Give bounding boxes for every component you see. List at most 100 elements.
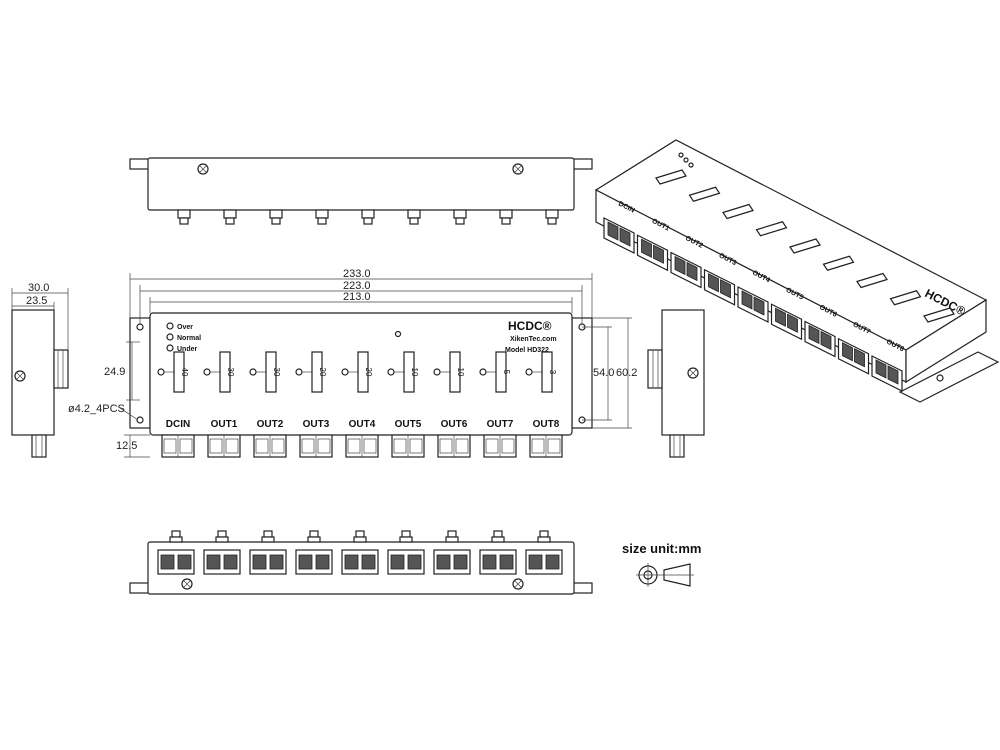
fuse-rating: 30 xyxy=(226,368,235,377)
top-connector-stub xyxy=(407,209,421,219)
bottom-connector-tip xyxy=(493,530,503,538)
bottom-connector-pin xyxy=(315,554,330,570)
bottom-connector-tip xyxy=(171,530,181,538)
iso-fuse-2 xyxy=(688,186,721,202)
bottom-view xyxy=(129,530,593,595)
iso-fuse-8 xyxy=(889,290,922,306)
iso-connector-pin xyxy=(775,307,786,327)
indicator-label-normal: Normal xyxy=(177,335,201,342)
top-view-screw-left xyxy=(197,163,209,175)
fuse-body xyxy=(495,351,507,393)
bottom-connector-pin xyxy=(499,554,514,570)
top-connector-stub xyxy=(499,209,513,219)
model-label: Model HD322 xyxy=(505,347,549,354)
fuse-2: 30 xyxy=(203,351,235,393)
bottom-connector-pin xyxy=(344,554,359,570)
top-connector-stub xyxy=(269,209,283,219)
led-normal xyxy=(166,333,174,341)
top-connector-tip xyxy=(317,217,327,225)
top-connector-tip xyxy=(409,217,419,225)
bottom-connector-tip xyxy=(217,530,227,538)
bottom-connector-pin xyxy=(361,554,376,570)
iso-fuse-body xyxy=(722,203,754,220)
iso-connector-pin xyxy=(787,313,798,333)
unit-legend: size unit:mm xyxy=(622,541,701,587)
led-under xyxy=(166,344,174,352)
iso-connector-out2 xyxy=(670,251,702,289)
top-connector-stub xyxy=(315,209,329,219)
bottom-view-connectors xyxy=(157,530,563,575)
iso-connector-out8 xyxy=(871,355,903,392)
top-connector-tip xyxy=(363,217,373,225)
iso-connector-pin xyxy=(820,330,832,351)
iso-fuse-body xyxy=(755,221,788,237)
bottom-connector-pin xyxy=(298,554,313,570)
top-connector-1 xyxy=(177,209,191,225)
iso-fuse-7 xyxy=(856,272,888,289)
connector-pin xyxy=(209,438,223,454)
fuse-5: 20 xyxy=(341,351,373,393)
port-label-out2: OUT2 xyxy=(257,419,284,430)
top-connector-stub xyxy=(545,209,559,219)
bottom-connector-3 xyxy=(249,530,287,575)
iso-fuses xyxy=(655,169,955,323)
iso-fuse-body xyxy=(789,238,821,254)
bottom-connector-pin xyxy=(528,554,543,570)
top-connector-tip xyxy=(271,217,281,225)
port-label-out8: OUT8 xyxy=(533,419,560,430)
top-connector-stub xyxy=(177,209,191,219)
dim-connector-depth: 12.5 xyxy=(116,440,137,452)
bottom-connector-4 xyxy=(295,530,333,575)
top-view-screw-right xyxy=(512,163,524,175)
iso-fuse-1 xyxy=(655,169,687,185)
led-over xyxy=(166,322,174,330)
connector-pin xyxy=(317,438,331,454)
fuse-body xyxy=(449,351,461,393)
connector-pin xyxy=(485,438,499,454)
brand-label: HCDC® xyxy=(508,319,552,333)
bottom-connector-tip xyxy=(263,530,273,538)
bottom-connector-pin xyxy=(545,554,560,570)
front-connectors xyxy=(161,434,563,458)
iso-connector-pin xyxy=(875,359,887,379)
bottom-connector-stub xyxy=(215,536,229,543)
iso-fuse-9 xyxy=(923,307,955,323)
bottom-connector-pin xyxy=(269,554,284,570)
bottom-connector-tip xyxy=(401,530,411,538)
connector-out4 xyxy=(345,434,379,458)
iso-connector-pin xyxy=(641,238,652,258)
bottom-connector-9 xyxy=(525,530,563,575)
right-side-screw xyxy=(687,367,699,379)
connector-pin xyxy=(393,438,407,454)
fuse-4: 20 xyxy=(295,351,327,393)
dim-depth-body: 23.5 xyxy=(26,295,47,307)
top-connector-3 xyxy=(269,209,283,225)
connector-pin xyxy=(347,438,361,454)
iso-connector-pin xyxy=(653,244,664,264)
right-side-view xyxy=(647,309,705,458)
top-connector-5 xyxy=(361,209,375,225)
connector-pin xyxy=(301,438,315,454)
dim-depth-overall: 30.0 xyxy=(28,282,49,294)
indicator-legend: Over Normal Under xyxy=(166,322,201,353)
bottom-connector-stub xyxy=(491,536,505,543)
iso-connector-pin xyxy=(887,365,899,385)
isometric-view: HCDC® DCINOUT1OUT2OUT3OUT4OUT5OUT6OUT7OU… xyxy=(594,139,1000,403)
connector-out8 xyxy=(529,434,563,458)
fuse-body xyxy=(357,351,369,393)
website-label: XikenTec.com xyxy=(510,336,557,343)
left-side-screw xyxy=(14,370,26,382)
fuse-rating: 20 xyxy=(364,368,373,377)
fuse-9: 3 xyxy=(525,351,557,393)
iso-connector-pin xyxy=(708,273,719,293)
iso-fuse-body xyxy=(822,255,855,271)
bottom-connector-7 xyxy=(433,530,471,575)
top-connector-tip xyxy=(455,217,465,225)
bottom-connector-stub xyxy=(399,536,413,543)
bottom-connector-pin xyxy=(177,554,192,570)
top-connector-4 xyxy=(315,209,329,225)
iso-fuse-3 xyxy=(722,203,754,220)
iso-fuse-4 xyxy=(755,221,788,237)
